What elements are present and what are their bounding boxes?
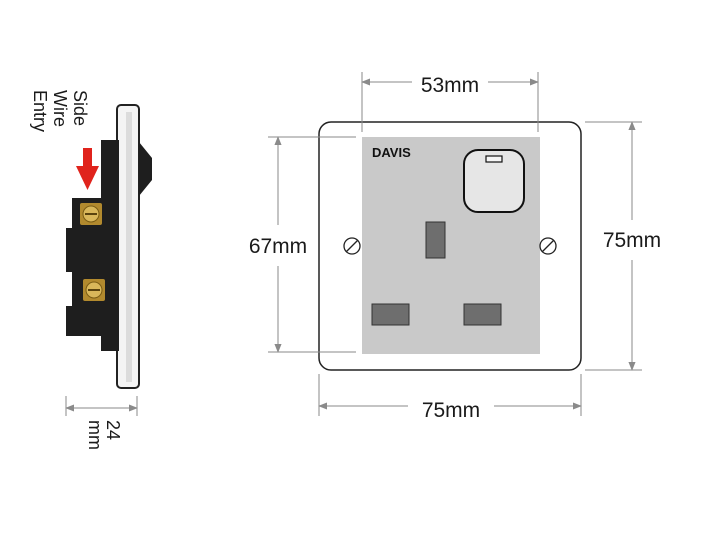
mounting-screw-icon <box>539 237 557 255</box>
inner-height-label: 67mm <box>249 235 307 258</box>
mounting-screw-icon <box>343 237 361 255</box>
outer-height-label: 75mm <box>603 229 661 252</box>
side-view: Side Wire Entry <box>30 90 152 450</box>
wire-entry-arrow-icon <box>76 148 99 190</box>
terminal-screw-icon <box>83 279 105 301</box>
neutral-pin-slot <box>463 303 502 326</box>
inner-width-label: 53mm <box>421 74 479 97</box>
terminal-screw-icon <box>80 203 102 225</box>
side-wire-entry-label: Side Wire Entry <box>30 90 90 132</box>
outer-width-label: 75mm <box>422 399 480 422</box>
front-view: DAVIS 53mm 67mm <box>249 72 661 422</box>
side-socket-body <box>66 140 152 351</box>
earth-pin-slot <box>425 221 446 259</box>
brand-logo: DAVIS <box>372 145 411 160</box>
depth-label: 24 mm <box>85 420 123 450</box>
switch-rocker <box>463 149 525 213</box>
live-pin-slot <box>371 303 410 326</box>
